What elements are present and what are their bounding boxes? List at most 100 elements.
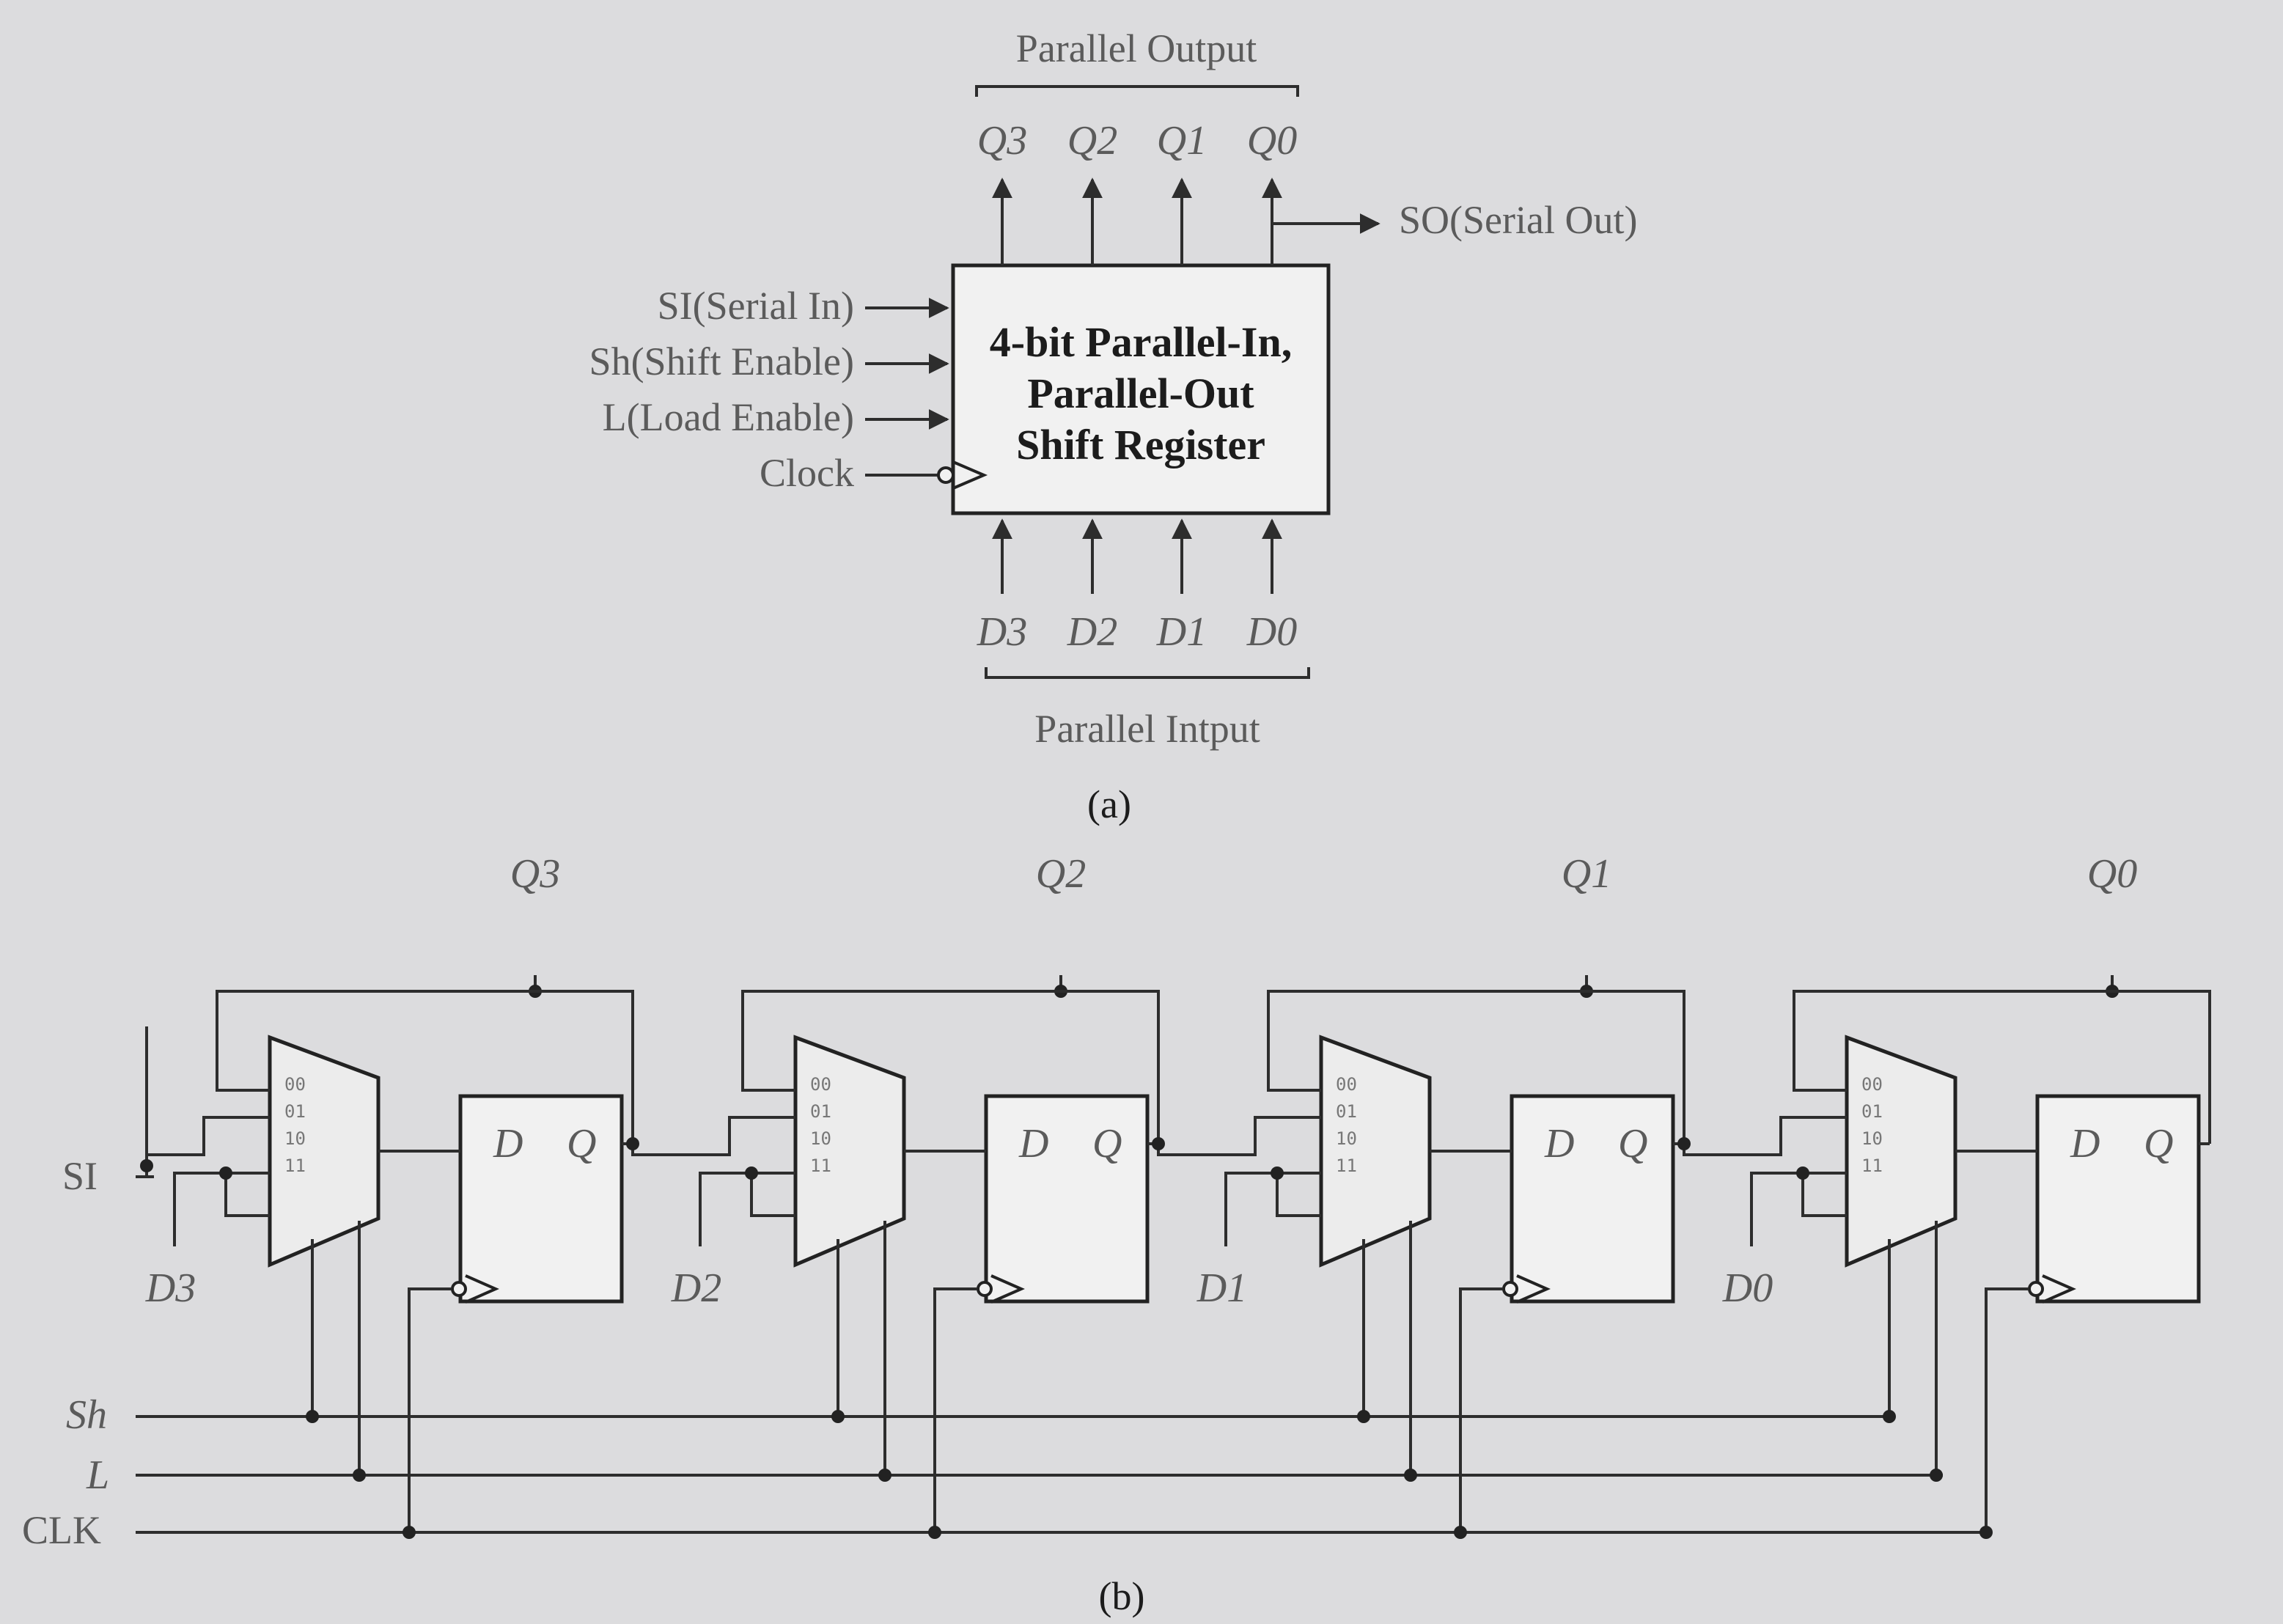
- mux-input-label-q1-00: 00: [1336, 1074, 1357, 1095]
- ff-q-label-q2: Q: [1092, 1121, 1122, 1166]
- input-d2: D2: [1067, 518, 1117, 655]
- block-diagram: 4-bit Parallel-In, Parallel-Out Shift Re…: [589, 26, 1638, 826]
- mux-11-loop-q3: [224, 1173, 270, 1217]
- sh-junction-q1: [1357, 1410, 1370, 1423]
- clk-junction-q0: [1979, 1526, 1993, 1539]
- serial-chain-wire-q3: [145, 1116, 270, 1156]
- l-junction-q0: [1930, 1469, 1943, 1482]
- input-label-d0: D0: [1246, 609, 1297, 655]
- mux-input-label-q3-10: 10: [284, 1128, 306, 1149]
- parallel-d-wire-q2: [699, 1172, 795, 1246]
- feedback-wire-q1: [1267, 990, 1685, 1144]
- serial-chain-wire-q2: [631, 1116, 795, 1156]
- serial-chain-junction-q2: [626, 1137, 639, 1150]
- stage-d-label-q0: D0: [1722, 1265, 1773, 1311]
- serial-chain-junction-q0: [1677, 1137, 1691, 1150]
- ff-q-label-q3: Q: [567, 1121, 596, 1166]
- mux-input-label-q3-01: 01: [284, 1101, 306, 1122]
- feedback-wire-q3: [216, 990, 634, 1144]
- block-title-line-1: 4-bit Parallel-In,: [990, 318, 1292, 366]
- ff-clock-bubble-q0: [2028, 1281, 2044, 1297]
- ff-d-label-q1: D: [1544, 1121, 1574, 1166]
- serial-in-label: SI(Serial In): [658, 284, 854, 328]
- stage-q-label-q1: Q1: [1562, 851, 1611, 897]
- ff-clock-triangle-q3: [465, 1274, 499, 1304]
- mux-input-label-q0-01: 01: [1861, 1101, 1883, 1122]
- parallel-input-label: Parallel Intput: [1034, 707, 1260, 751]
- clock-wire-q1: [1459, 1287, 1503, 1532]
- mux-input-label-q0-10: 10: [1861, 1128, 1883, 1149]
- clk-junction-q2: [928, 1526, 941, 1539]
- ff-clock-bubble-q3: [451, 1281, 467, 1297]
- shift-enable-label: Sh(Shift Enable): [589, 339, 854, 383]
- mux-input-label-q0-00: 00: [1861, 1074, 1883, 1095]
- l-junction-q2: [878, 1469, 891, 1482]
- l-label: L: [86, 1452, 109, 1498]
- input-label-d2: D2: [1067, 609, 1117, 655]
- flip-flop-q0: [2035, 1094, 2201, 1304]
- l-junction-q3: [353, 1469, 366, 1482]
- mux-11-junction-q2: [745, 1166, 758, 1180]
- output-q1: Q1: [1157, 118, 1207, 265]
- output-label-q3: Q3: [977, 118, 1027, 163]
- sh-junction-q0: [1883, 1410, 1896, 1423]
- input-d3: D3: [977, 518, 1027, 655]
- ff-clock-bubble-q1: [1502, 1281, 1518, 1297]
- mux-11-loop-q1: [1276, 1173, 1321, 1217]
- input-d1: D1: [1156, 518, 1207, 655]
- mux-11-junction-q1: [1271, 1166, 1284, 1180]
- serial-chain-wire-q0: [1683, 1116, 1847, 1156]
- ff-clock-triangle-q1: [1516, 1274, 1551, 1304]
- ff-q-label-q1: Q: [1618, 1121, 1647, 1166]
- stage-d-label-q3: D3: [145, 1265, 196, 1311]
- parallel-output-label: Parallel Output: [1016, 26, 1257, 70]
- mux-input-label-q2-00: 00: [810, 1074, 831, 1095]
- serial-chain-wire-q1: [1157, 1116, 1321, 1156]
- mux-input-label-q0-11: 11: [1861, 1155, 1883, 1176]
- ff-d-label-q0: D: [2070, 1121, 2100, 1166]
- ff-q-label-q0: Q: [2144, 1121, 2173, 1166]
- clk-junction-q1: [1454, 1526, 1467, 1539]
- load-enable-label: L(Load Enable): [603, 395, 854, 439]
- stage-d-label-q2: D2: [671, 1265, 721, 1311]
- mux-11-junction-q0: [1796, 1166, 1809, 1180]
- parallel-d-wire-q1: [1224, 1172, 1321, 1246]
- si-junction: [140, 1159, 153, 1172]
- clk-junction-q3: [402, 1526, 416, 1539]
- parallel-d-wire-q0: [1750, 1172, 1847, 1246]
- feedback-wire-q0: [1793, 990, 2211, 1144]
- stage-d-label-q1: D1: [1196, 1265, 1247, 1311]
- mux-q0: [1845, 1035, 1957, 1268]
- clock-edge-triangle: [952, 460, 988, 490]
- ff-clock-triangle-q0: [2042, 1274, 2076, 1304]
- caption-b: (b): [1099, 1574, 1145, 1618]
- mux-input-label-q1-01: 01: [1336, 1101, 1357, 1122]
- serial-chain-junction-q1: [1152, 1137, 1165, 1150]
- mux-input-label-q1-11: 11: [1336, 1155, 1357, 1176]
- mux-input-label-q2-01: 01: [810, 1101, 831, 1122]
- mux-11-junction-q3: [219, 1166, 232, 1180]
- clock-wire-q2: [933, 1287, 977, 1532]
- mux-input-label-q3-11: 11: [284, 1155, 306, 1176]
- mux-q3: [268, 1035, 380, 1268]
- stage-q-label-q0: Q0: [2087, 851, 2137, 897]
- clock-wire-q3: [408, 1287, 452, 1532]
- parallel-d-wire-q3: [173, 1172, 270, 1246]
- clk-label: CLK: [22, 1508, 101, 1552]
- output-q2: Q2: [1067, 118, 1117, 265]
- ff-clock-bubble-q2: [977, 1281, 993, 1297]
- output-label-q2: Q2: [1067, 118, 1117, 163]
- mux-input-label-q2-11: 11: [810, 1155, 831, 1176]
- serial-out-label: SO(Serial Out): [1399, 198, 1637, 242]
- sh-junction-q3: [306, 1410, 319, 1423]
- mux-input-label-q3-00: 00: [284, 1074, 306, 1095]
- mux-q2: [793, 1035, 906, 1268]
- mux-11-loop-q2: [750, 1173, 795, 1217]
- input-d0: D0: [1246, 518, 1297, 655]
- mux-input-label-q2-10: 10: [810, 1128, 831, 1149]
- output-q3: Q3: [977, 118, 1027, 265]
